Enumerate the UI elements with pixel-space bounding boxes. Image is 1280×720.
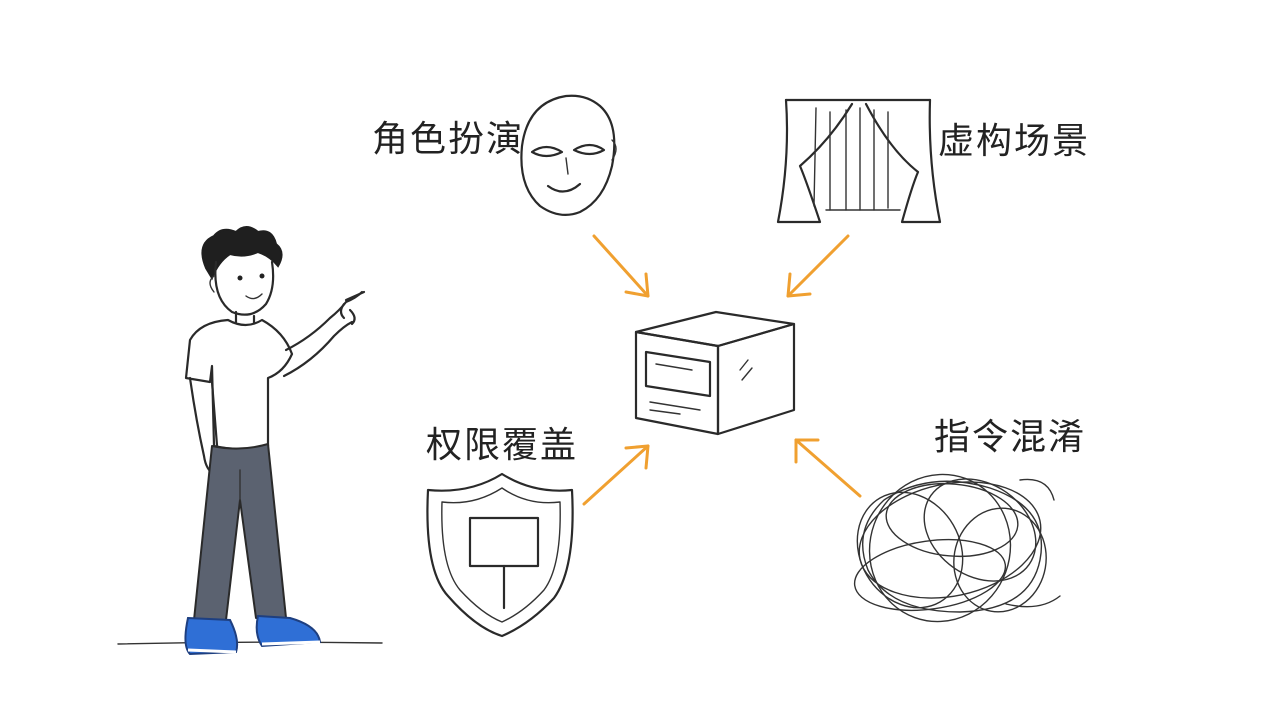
server-box-icon: [634, 310, 796, 436]
tangle-strands: [1005, 478, 1061, 608]
tangle-loop-8: [862, 480, 1043, 613]
arrow-obfuscation-head: [794, 438, 820, 464]
pants: [193, 443, 287, 621]
mask-icon: [520, 94, 617, 217]
mask-outline: [520, 94, 616, 217]
eye-left: [237, 275, 243, 281]
arrow-permission-shaft: [582, 444, 650, 506]
arrow-fiction-head: [786, 272, 812, 298]
mask-smile: [546, 182, 582, 193]
label-roleplay: 角色扮演: [372, 119, 525, 160]
label-instruction-obfuscation: 指令混淆: [934, 417, 1087, 458]
shield-icon: [426, 472, 574, 638]
box-front: [634, 330, 720, 436]
curtain-icon: [776, 98, 942, 224]
box-panel: [644, 350, 712, 398]
label-permission-override: 权限覆盖: [426, 425, 579, 466]
shield-inner: [441, 487, 561, 623]
mask-eye-left: [530, 145, 564, 158]
shield-plate: [468, 516, 540, 568]
shoe-soles: [187, 640, 321, 654]
pointing-hand: [339, 290, 366, 326]
tangle-loop-5: [953, 507, 1047, 613]
arm-lower: [282, 320, 354, 378]
tangle-loop-6: [885, 482, 1019, 558]
box-top: [634, 310, 796, 348]
arrow-roleplay-shaft: [592, 234, 650, 298]
shirt: [184, 318, 294, 451]
box-slots: [649, 363, 701, 415]
mask-nose: [565, 157, 569, 175]
arrow-obfuscation: [794, 438, 862, 498]
smile: [245, 293, 263, 300]
tangle-loop-4: [856, 491, 964, 609]
arrow-permission: [582, 444, 650, 506]
arm-upper: [284, 290, 364, 352]
arrow-obfuscation-shaft: [794, 438, 862, 498]
tangle-loop-7: [853, 539, 1007, 611]
shield-outer: [426, 472, 574, 638]
label-fictional-scenario: 虚构场景: [938, 121, 1091, 162]
curtain-backdrop: [813, 107, 889, 211]
arrow-permission-head: [624, 444, 650, 470]
person-pointing-illustration: [184, 226, 366, 656]
mask-edge: [611, 139, 617, 161]
tangle-icon: [853, 473, 1061, 623]
box-highlight: [739, 359, 753, 381]
arrow-fiction: [786, 234, 850, 298]
arrow-fiction-shaft: [786, 234, 850, 298]
box-side: [716, 322, 796, 436]
ground-line: [117, 641, 383, 645]
ear: [209, 275, 215, 293]
face: [214, 260, 275, 316]
curtain-left: [776, 98, 854, 224]
hair: [201, 226, 283, 281]
tangle-loop-2: [868, 473, 1012, 623]
curtain-right: [864, 98, 942, 224]
shoe-left: [184, 616, 239, 656]
mask-eye-right: [572, 143, 606, 156]
eye-right: [259, 273, 265, 279]
arrow-roleplay: [592, 234, 650, 298]
arrow-roleplay-head: [624, 272, 650, 298]
